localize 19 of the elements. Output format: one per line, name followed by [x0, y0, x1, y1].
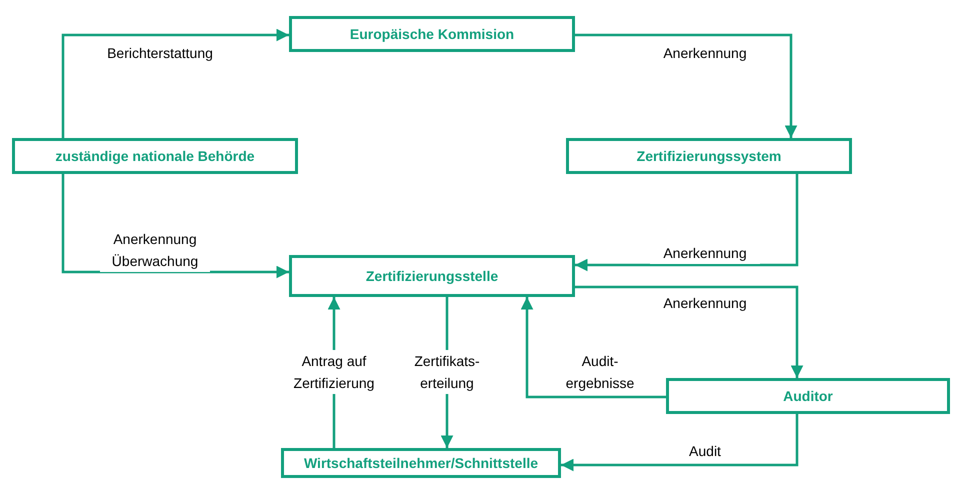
arrow [62, 28, 289, 138]
box-label: Europäische Kommision [350, 24, 514, 44]
arrow [575, 286, 804, 378]
process-box [289, 255, 575, 297]
box-label: Auditor [783, 386, 833, 406]
process-box [12, 138, 298, 174]
process-box [666, 378, 950, 414]
process-box [281, 448, 561, 478]
arrow [575, 174, 798, 272]
box-label: zuständige nationale Behörde [55, 146, 255, 166]
arrow [520, 297, 666, 398]
box-label: Zertifizierungssystem [636, 146, 782, 166]
process-box [289, 16, 575, 52]
box-label: Wirtschaftsteilnehmer/Schnittstelle [304, 454, 538, 472]
arrow [575, 34, 798, 138]
arrow [561, 414, 798, 472]
box-label: Zertifizierungsstelle [366, 266, 498, 286]
process-box [566, 138, 852, 174]
arrow [62, 174, 289, 278]
